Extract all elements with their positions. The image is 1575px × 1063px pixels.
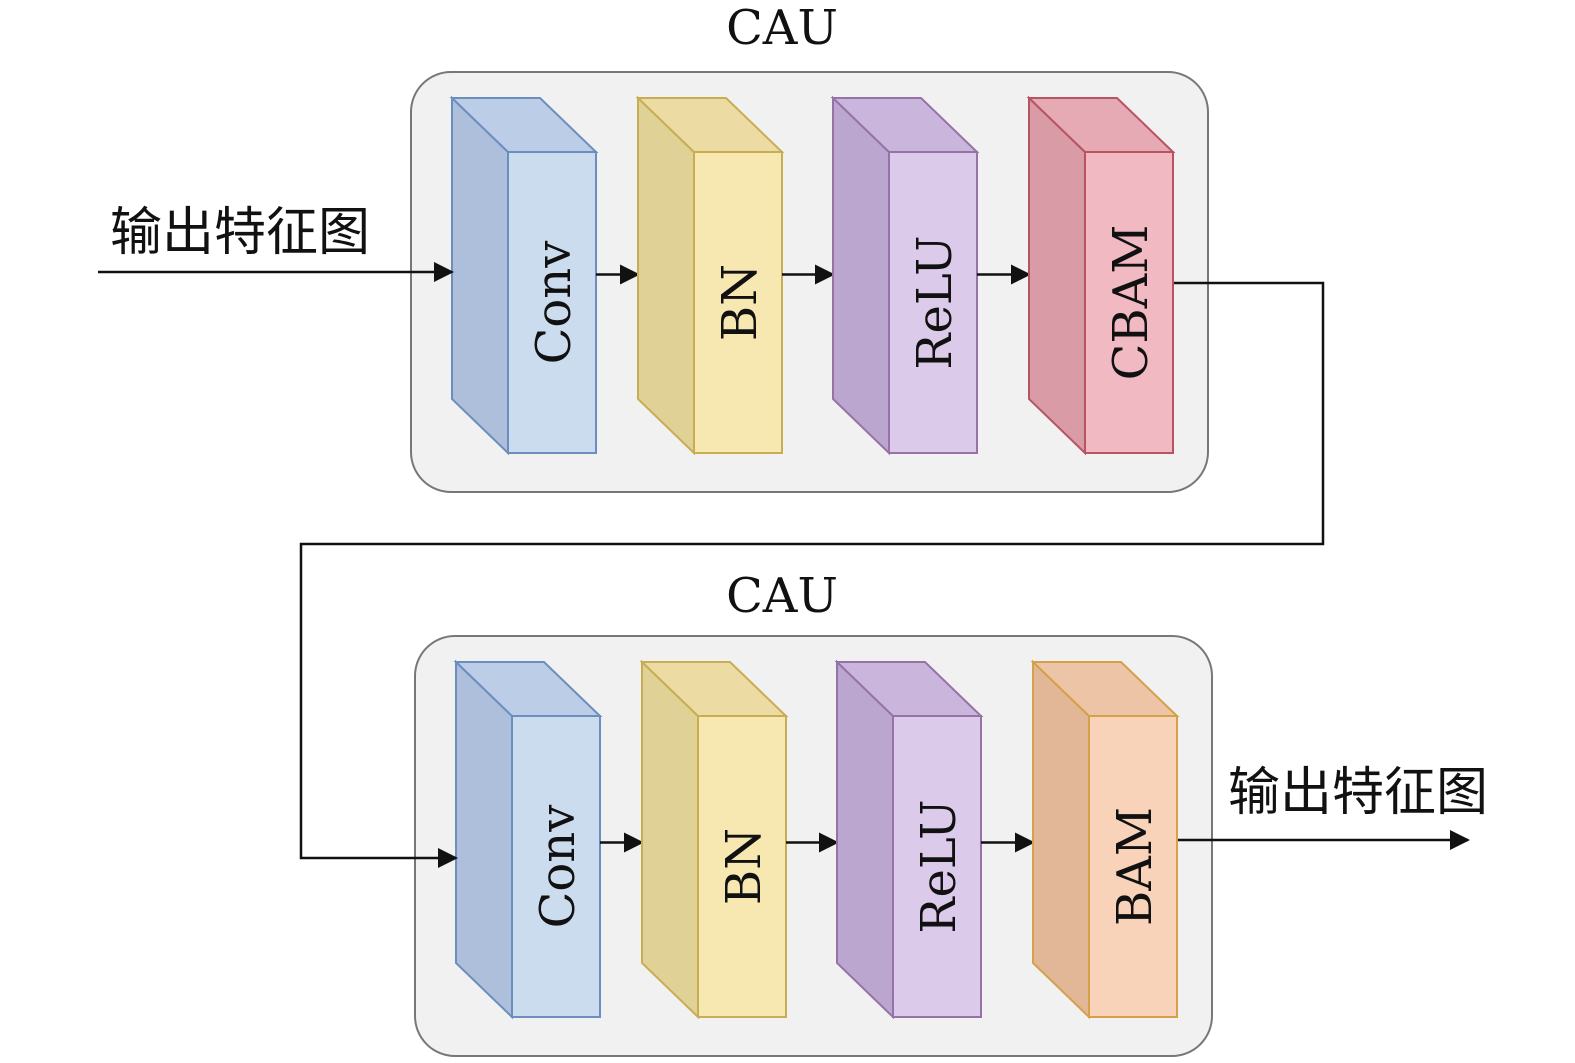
block-side-face bbox=[1032, 659, 1090, 1020]
block-conv-1: Conv bbox=[449, 95, 599, 456]
block-front-face bbox=[1088, 715, 1178, 1018]
block-side-face bbox=[1028, 95, 1086, 456]
block-label-conv: Conv bbox=[526, 241, 582, 365]
block-label-relu: ReLU bbox=[907, 235, 963, 369]
block-front-face bbox=[1084, 151, 1174, 454]
block-front-face bbox=[888, 151, 978, 454]
block-front-face bbox=[507, 151, 597, 454]
cau-title-1: CAU bbox=[726, 0, 838, 56]
block-label-relu: ReLU bbox=[911, 799, 967, 933]
block-conv-2: Conv bbox=[453, 659, 603, 1020]
cau-title-2: CAU bbox=[726, 568, 838, 624]
block-label-bn: BN bbox=[716, 828, 772, 905]
block-side-face bbox=[637, 95, 695, 456]
block-side-face bbox=[455, 659, 513, 1020]
block-side-face bbox=[451, 95, 509, 456]
cau-unit-2: CAU Conv BN ReLU BAM bbox=[414, 568, 1213, 1057]
output-feature-label: 输出特征图 bbox=[1228, 763, 1488, 823]
block-front-face bbox=[693, 151, 783, 454]
block-side-face bbox=[641, 659, 699, 1020]
block-relu-2: ReLU bbox=[834, 659, 984, 1020]
block-side-face bbox=[832, 95, 890, 456]
block-label-bam: BAM bbox=[1107, 807, 1163, 926]
block-front-face bbox=[697, 715, 787, 1018]
block-label-cbam: CBAM bbox=[1103, 225, 1159, 381]
unit-connector-arrow bbox=[299, 281, 1325, 868]
cau-panel-2 bbox=[414, 635, 1213, 1057]
block-relu-1: ReLU bbox=[830, 95, 980, 456]
cau-unit-1: CAU Conv BN ReLU CBAM bbox=[410, 0, 1209, 493]
block-label-bn: BN bbox=[712, 264, 768, 341]
block-label-conv: Conv bbox=[530, 805, 586, 929]
block-bam-2: BAM bbox=[1030, 659, 1180, 1020]
block-front-face bbox=[511, 715, 601, 1018]
block-bn-2: BN bbox=[639, 659, 789, 1020]
block-bn-1: BN bbox=[635, 95, 785, 456]
block-cbam-1: CBAM bbox=[1026, 95, 1176, 456]
block-front-face bbox=[892, 715, 982, 1018]
input-feature-label: 输出特征图 bbox=[110, 203, 370, 263]
block-side-face bbox=[836, 659, 894, 1020]
